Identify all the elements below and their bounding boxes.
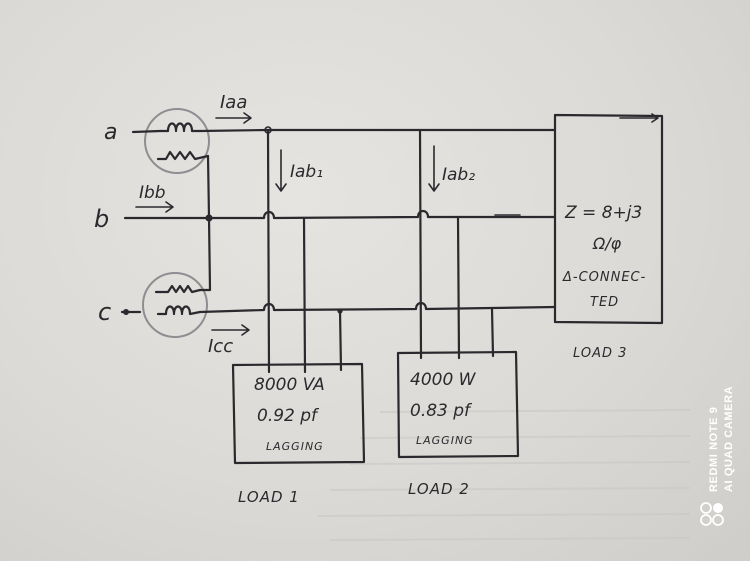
load3-label: LOAD 3 [573, 346, 627, 361]
node-c-dot [123, 309, 129, 315]
load1-drop-a [266, 128, 271, 374]
load1-drop-b [302, 216, 307, 374]
load1-rating: 8000 VA [254, 375, 325, 395]
iab1-arrow [275, 149, 287, 192]
load2-drop-a [418, 128, 423, 360]
load2-rating: 4000 W [410, 370, 477, 390]
ibb-label: Ibb [139, 183, 166, 203]
iab2-label: Iab₂ [442, 165, 475, 185]
load2-pf: 0.83 pf [410, 401, 473, 421]
load3-box [553, 113, 664, 325]
watermark-camera: AI QUAD CAMERA [723, 386, 735, 492]
load2-label: LOAD 2 [408, 480, 470, 498]
phase-c-label: c [98, 298, 111, 326]
load3-connection-cont: TED [590, 295, 619, 310]
iaa-arrow [215, 112, 252, 124]
load1-node-c [337, 308, 343, 314]
phase-b-label: b [94, 205, 109, 233]
load1-drop-c [338, 308, 343, 372]
load1-pf: 0.92 pf [257, 406, 320, 426]
inductor-coil-c-top [154, 284, 202, 294]
phase-b-line [123, 209, 557, 220]
inductor-coil-b [156, 150, 210, 161]
load2-drop-b [456, 215, 461, 360]
load3-unit: Ω/φ [592, 234, 622, 253]
load3-connection: Δ-CONNEC- [562, 270, 646, 285]
watermark-model: REDMI NOTE 9 [708, 407, 720, 492]
load2-drop-c [490, 307, 495, 358]
iab1-label: Iab₁ [290, 162, 323, 182]
bleed-through-text [317, 409, 691, 541]
neutral-vertical-bottom [198, 216, 212, 292]
load2-lagging: LAGGING [416, 434, 474, 447]
icc-arrow [211, 324, 250, 336]
camera-watermark: REDMI NOTE 9 AI QUAD CAMERA [700, 386, 735, 526]
load3-impedance: Z = 8+j3 [564, 203, 642, 223]
ibb-arrow [135, 201, 174, 213]
iaa-label: Iaa [220, 92, 247, 113]
phase-a-label: a [104, 120, 117, 145]
load1-label: LOAD 1 [238, 488, 300, 506]
load1-lagging: LAGGING [266, 440, 324, 453]
inductor-coil-a [158, 122, 202, 133]
neutral-vertical-top [206, 154, 211, 220]
generator-circle-c [142, 272, 208, 338]
iab2-arrow [428, 145, 440, 192]
load2-box [396, 350, 520, 459]
load1-box [231, 362, 366, 465]
camera-lens-logo [700, 502, 724, 526]
icc-label: Icc [208, 336, 233, 357]
inductor-coil-c [156, 305, 202, 316]
generator-circle-ab [144, 108, 210, 174]
load3-line-a-arrow [619, 113, 659, 123]
